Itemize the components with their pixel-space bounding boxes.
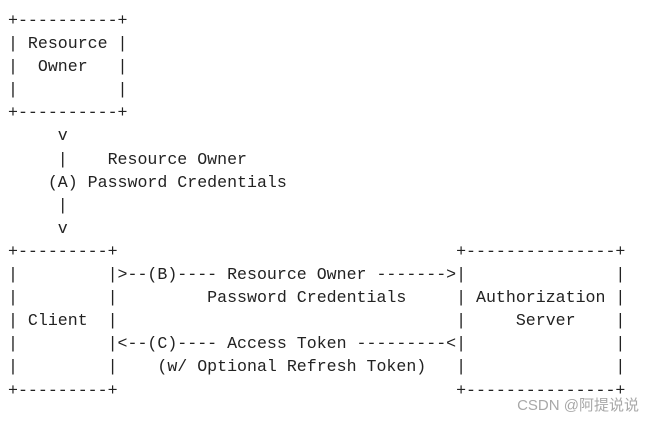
- diagram-line-resource-owner-bottom-border: +----------+: [8, 103, 128, 123]
- password-grant-flow-diagram: +----------+ | Resource | | Owner | | | +---…: [8, 9, 625, 402]
- diagram-line-step-a-label-1: | Resource Owner: [8, 149, 247, 169]
- diagram-line-client-server-bottom-border: +---------+ +---------------+: [8, 380, 626, 400]
- csdn-watermark: CSDN @阿提说说: [517, 397, 639, 414]
- diagram-line-resource-owner-label-2: | Owner |: [8, 57, 128, 77]
- diagram-line-arrow-a-head-top: v: [8, 126, 68, 146]
- diagram-line-client-server-labels: | Client | | Server |: [8, 311, 626, 331]
- diagram-line-resource-owner-label-1: | Resource |: [8, 34, 128, 54]
- diagram-line-arrow-a-head-bottom: v: [8, 218, 68, 238]
- diagram-line-step-b-credentials: | | Password Credentials | Authorization…: [8, 288, 626, 308]
- diagram-line-step-c-refresh-token: | | (w/ Optional Refresh Token) | |: [8, 357, 626, 377]
- diagram-line-step-a-label-2: (A) Password Credentials: [8, 172, 287, 192]
- diagram-line-resource-owner-empty: | |: [8, 80, 128, 100]
- diagram-line-step-c-access-token: | |<--(C)---- Access Token ---------<| |: [8, 334, 626, 354]
- diagram-line-step-b-request: | |>--(B)---- Resource Owner ------->| |: [8, 265, 626, 285]
- diagram-line-arrow-a-shaft: |: [8, 195, 68, 215]
- diagram-line-client-server-top-border: +---------+ +---------------+: [8, 241, 626, 261]
- diagram-line-resource-owner-top-border: +----------+: [8, 11, 128, 30]
